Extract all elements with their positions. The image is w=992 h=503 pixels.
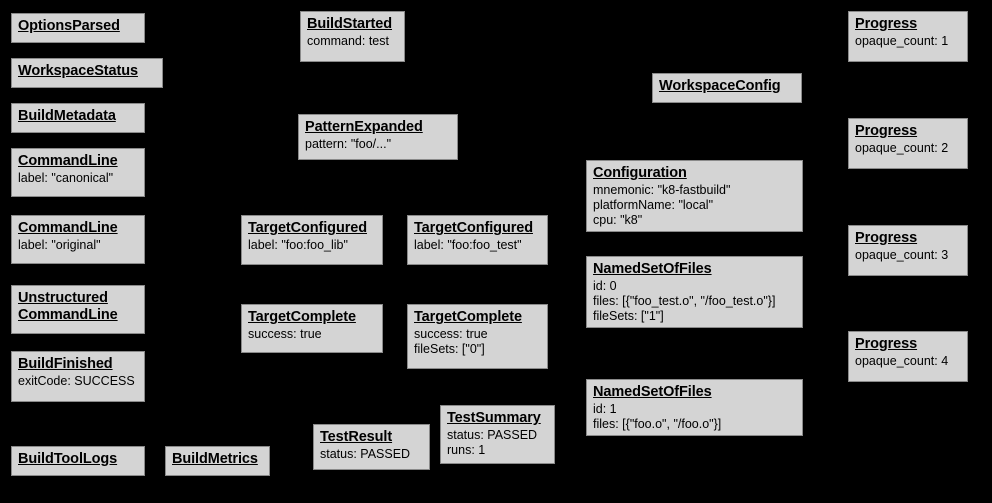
- event-node-field: opaque_count: 4: [855, 354, 949, 368]
- event-node-title: Progress: [855, 16, 918, 32]
- event-node-title: BuildMetadata: [18, 108, 116, 124]
- event-node-progress-1[interactable]: Progress opaque_count: 1: [848, 11, 968, 62]
- event-node-fields: label: "foo:foo_test": [414, 238, 541, 253]
- event-node-workspace-config[interactable]: WorkspaceConfig: [652, 73, 802, 103]
- event-node-title: NamedSetOfFiles: [593, 384, 712, 400]
- event-node-command-line-canonical[interactable]: CommandLine label: "canonical": [11, 148, 145, 197]
- event-node-field: label: "original": [18, 238, 101, 252]
- event-node-build-finished[interactable]: BuildFinished exitCode: SUCCESS: [11, 351, 145, 402]
- event-node-pattern-expanded[interactable]: PatternExpanded pattern: "foo/...": [298, 114, 458, 160]
- event-node-fields: label: "canonical": [18, 171, 138, 186]
- event-node-build-metadata[interactable]: BuildMetadata: [11, 103, 145, 133]
- event-node-title: TargetConfigured: [414, 220, 533, 236]
- event-node-title: BuildToolLogs: [18, 451, 118, 467]
- event-node-title: WorkspaceConfig: [659, 78, 781, 94]
- event-node-configuration[interactable]: Configuration mnemonic: "k8-fastbuild"pla…: [586, 160, 803, 232]
- event-node-title: CommandLine: [18, 153, 118, 169]
- event-node-title: CommandLine: [18, 220, 118, 236]
- event-node-field: exitCode: SUCCESS: [18, 374, 135, 388]
- event-node-field: label: "foo:foo_lib": [248, 238, 348, 252]
- event-node-title: TestSummary: [447, 410, 541, 426]
- event-node-progress-2[interactable]: Progress opaque_count: 2: [848, 118, 968, 169]
- event-node-field: fileSets: ["0"]: [414, 342, 485, 356]
- event-node-title: Progress: [855, 336, 918, 352]
- event-node-field: runs: 1: [447, 443, 486, 457]
- event-node-title: TargetConfigured: [248, 220, 367, 236]
- event-node-field: success: true: [248, 327, 322, 341]
- event-node-target-complete-foo-lib[interactable]: TargetComplete success: true: [241, 304, 383, 353]
- event-node-field: label: "canonical": [18, 171, 114, 185]
- event-node-fields: label: "original": [18, 238, 138, 253]
- event-node-fields: opaque_count: 3: [855, 248, 961, 263]
- event-node-fields: success: true: [248, 327, 376, 342]
- event-node-title: TargetComplete: [248, 309, 356, 325]
- event-node-unstructured-command-line[interactable]: Unstructured CommandLine: [11, 285, 145, 334]
- event-node-title: Progress: [855, 230, 918, 246]
- event-node-title: TestResult: [320, 429, 393, 445]
- event-node-field: opaque_count: 3: [855, 248, 949, 262]
- event-node-field: cpu: "k8": [593, 213, 643, 227]
- event-node-build-tool-logs[interactable]: BuildToolLogs: [11, 446, 145, 476]
- event-node-workspace-status[interactable]: WorkspaceStatus: [11, 58, 163, 88]
- event-node-fields: opaque_count: 2: [855, 141, 961, 156]
- event-node-title: BuildMetrics: [172, 451, 258, 467]
- event-node-command-line-original[interactable]: CommandLine label: "original": [11, 215, 145, 264]
- event-node-field: success: true: [414, 327, 488, 341]
- event-node-field: fileSets: ["1"]: [593, 309, 664, 323]
- event-node-field: id: 0: [593, 279, 617, 293]
- event-node-fields: pattern: "foo/...": [305, 137, 451, 152]
- event-node-title: BuildStarted: [307, 16, 393, 32]
- event-node-test-result[interactable]: TestResult status: PASSED: [313, 424, 430, 470]
- event-node-field: files: [{"foo_test.o", "/foo_test.o"}]: [593, 294, 776, 308]
- event-node-progress-3[interactable]: Progress opaque_count: 3: [848, 225, 968, 276]
- event-node-options-parsed[interactable]: OptionsParsed: [11, 13, 145, 43]
- event-node-field: status: PASSED: [447, 428, 538, 442]
- event-node-title: WorkspaceStatus: [18, 63, 138, 79]
- event-node-field: mnemonic: "k8-fastbuild": [593, 183, 731, 197]
- event-node-title: PatternExpanded: [305, 119, 423, 135]
- event-node-field: command: test: [307, 34, 389, 48]
- event-node-fields: exitCode: SUCCESS: [18, 374, 138, 389]
- event-node-target-configured-foo-lib[interactable]: TargetConfigured label: "foo:foo_lib": [241, 215, 383, 265]
- event-node-build-metrics[interactable]: BuildMetrics: [165, 446, 270, 476]
- event-node-fields: mnemonic: "k8-fastbuild"platformName: "l…: [593, 183, 796, 228]
- event-node-field: status: PASSED: [320, 447, 411, 461]
- event-node-title: TargetComplete: [414, 309, 522, 325]
- event-node-title: Unstructured CommandLine: [18, 290, 118, 323]
- event-node-target-configured-foo-test[interactable]: TargetConfigured label: "foo:foo_test": [407, 215, 548, 265]
- event-node-title: BuildFinished: [18, 356, 113, 372]
- event-node-fields: command: test: [307, 34, 398, 49]
- event-node-fields: opaque_count: 1: [855, 34, 961, 49]
- event-node-title: Progress: [855, 123, 918, 139]
- event-node-field: opaque_count: 2: [855, 141, 949, 155]
- event-node-progress-4[interactable]: Progress opaque_count: 4: [848, 331, 968, 382]
- event-node-field: label: "foo:foo_test": [414, 238, 522, 252]
- event-node-title: OptionsParsed: [18, 18, 120, 34]
- event-node-fields: opaque_count: 4: [855, 354, 961, 369]
- event-node-field: pattern: "foo/...": [305, 137, 392, 151]
- event-node-field: opaque_count: 1: [855, 34, 949, 48]
- event-node-field: id: 1: [593, 402, 617, 416]
- event-node-field: platformName: "local": [593, 198, 714, 212]
- event-node-fields: label: "foo:foo_lib": [248, 238, 376, 253]
- event-node-title: NamedSetOfFiles: [593, 261, 712, 277]
- event-node-field: files: [{"foo.o", "/foo.o"}]: [593, 417, 722, 431]
- event-node-title: Configuration: [593, 165, 687, 181]
- event-node-build-started[interactable]: BuildStarted command: test: [300, 11, 405, 62]
- event-node-fields: status: PASSED: [320, 447, 423, 462]
